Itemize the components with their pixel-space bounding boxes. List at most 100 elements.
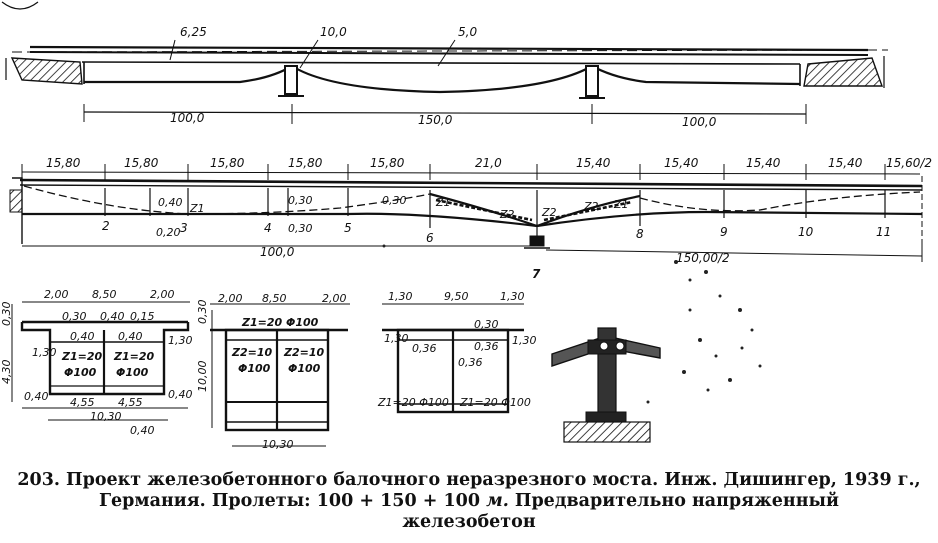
- caption-unit: м.: [486, 491, 509, 511]
- point-label: 5: [344, 221, 352, 235]
- caption-line-2-rest: Предварительно напряженный: [514, 491, 840, 511]
- height-label-1: 6,25: [180, 25, 207, 39]
- dim-label: 0,40: [118, 330, 143, 343]
- dim-label: 0,30: [0, 302, 13, 327]
- bottom-dim-label: 100,0: [260, 245, 295, 259]
- elevation-labels: 6,25 10,0 5,0 100,0 150,0 100,0: [170, 25, 717, 129]
- cable-label: Z1=20: [61, 350, 103, 363]
- height-label-2: 10,0: [320, 25, 347, 39]
- dim-label: 0,40: [70, 330, 95, 343]
- scan-noise: [382, 244, 762, 404]
- dim-label: 1,30: [168, 334, 193, 347]
- panel-label: 15,80: [210, 156, 245, 170]
- span-label-1: 100,0: [170, 111, 205, 125]
- cross-section-c: [382, 303, 524, 414]
- dim-label: 1,30: [512, 334, 537, 347]
- panel-label: 15,40: [576, 156, 611, 170]
- point-label: 10: [798, 225, 814, 239]
- panel-label: 15,60/2: [886, 156, 932, 170]
- cable-label: Z2=10: [283, 346, 325, 359]
- bridge-drawing: 6,25 10,0 5,0 100,0 150,0 100,0: [0, 1, 932, 451]
- caption-line-3: железобетон: [402, 512, 536, 532]
- thickness-label: 0,30: [288, 222, 313, 235]
- dim-label: 4,55: [118, 396, 143, 409]
- cross-section-b: [210, 303, 350, 447]
- bearing-detail: [551, 327, 661, 443]
- dim-label: 0,30: [62, 310, 87, 323]
- span-label-3: 100,0: [682, 115, 717, 129]
- dim-label: 9,50: [444, 290, 469, 303]
- point-label: 2: [102, 219, 110, 233]
- bottom-dim-label: 150,00/2: [676, 251, 730, 265]
- height-label: 4,30: [0, 360, 13, 385]
- cable-label: Z1: [435, 196, 451, 209]
- bridge-elevation: [1, 1, 889, 124]
- dim-label: 0,30: [196, 300, 209, 325]
- cable-label: Z1=20 Φ100: [241, 316, 319, 329]
- dim-label: 1,30: [500, 290, 525, 303]
- cable-label: Z1=20 Φ100: [377, 396, 449, 409]
- dim-label: 0,40: [100, 310, 125, 323]
- cable-label: Z1: [613, 198, 629, 211]
- caption-line-1: 203. Проект железобетонного балочного не…: [17, 470, 921, 490]
- panel-label: 15,80: [370, 156, 405, 170]
- panel-label: 15,40: [746, 156, 781, 170]
- longitudinal-section: [9, 164, 923, 262]
- dim-label: 2,00: [44, 288, 69, 301]
- cable-label: Z1: [189, 202, 205, 215]
- dim-label: 0,40: [168, 388, 193, 401]
- cross-section-a-labels: 2,00 8,50 2,00 0,30 0,40 0,15 0,40 0,40 …: [0, 288, 193, 437]
- point-label: 11: [876, 225, 891, 239]
- dim-label: 0,36: [474, 340, 499, 353]
- panel-label: 15,80: [124, 156, 159, 170]
- dim-label: 0,40: [24, 390, 49, 403]
- dim-label: 1,30: [388, 290, 413, 303]
- panel-label: 15,80: [288, 156, 323, 170]
- dim-label: 4,55: [70, 396, 95, 409]
- cable-label: Z1=20 Φ100: [459, 396, 531, 409]
- dim-label: 1,30: [384, 332, 409, 345]
- dim-label: 10,30: [262, 438, 294, 451]
- dim-label: 2,00: [218, 292, 243, 305]
- dim-label: 0,15: [130, 310, 155, 323]
- height-label: 10,00: [196, 361, 209, 393]
- panel-label: 15,40: [828, 156, 863, 170]
- cable-label: Z2: [541, 206, 557, 219]
- thickness-label: 0,40: [158, 196, 183, 209]
- dim-label: 2,00: [322, 292, 347, 305]
- cable-label: Z1=20: [113, 350, 155, 363]
- span-label-2: 150,0: [418, 113, 453, 127]
- dim-label: 0,40: [130, 424, 155, 437]
- thickness-label: 0,30: [382, 194, 407, 207]
- dim-label: 0,36: [412, 342, 437, 355]
- dim-label: 2,00: [150, 288, 175, 301]
- long-section-labels: 15,80 15,80 15,80 15,80 15,80 21,0 15,40…: [46, 156, 932, 281]
- cable-label: Φ100: [238, 362, 271, 375]
- cable-label: Z2: [499, 208, 515, 221]
- point-label: 8: [636, 227, 644, 241]
- dim-label: 10,30: [90, 410, 122, 423]
- cable-label: Z2=10: [231, 346, 273, 359]
- point-label: 6: [426, 231, 434, 245]
- caption-line-2: Германия. Пролеты: 100 + 150 + 100 м. Пр…: [0, 491, 938, 512]
- panel-label: 21,0: [475, 156, 502, 170]
- figure-caption: 203. Проект железобетонного балочного не…: [0, 470, 938, 533]
- panel-label: 15,80: [46, 156, 81, 170]
- dim-label: 0,30: [474, 318, 499, 331]
- panel-label: 15,40: [664, 156, 699, 170]
- cross-section-b-labels: 2,00 8,50 2,00 Z1=20 Φ100 Z2=10 Z2=10 Φ1…: [196, 292, 347, 451]
- point-label: 9: [720, 225, 728, 239]
- cross-section-c-labels: 1,30 9,50 1,30 1,30 0,30 0,36 0,36 0,36 …: [377, 290, 537, 409]
- cable-label: Φ100: [288, 362, 321, 375]
- cable-label: Z2: [583, 200, 599, 213]
- point-label: 7: [532, 267, 541, 281]
- height-label-3: 5,0: [458, 25, 477, 39]
- caption-line-2-text: Германия. Пролеты: 100 + 150 + 100: [98, 491, 480, 511]
- thickness-label: 0,20: [156, 226, 181, 239]
- thickness-label: 0,30: [288, 194, 313, 207]
- cross-section-a: [11, 301, 190, 421]
- dim-label: 8,50: [262, 292, 287, 305]
- dim-label: 1,30: [32, 346, 57, 359]
- dim-label: 0,36: [458, 356, 483, 369]
- point-label: 4: [264, 221, 272, 235]
